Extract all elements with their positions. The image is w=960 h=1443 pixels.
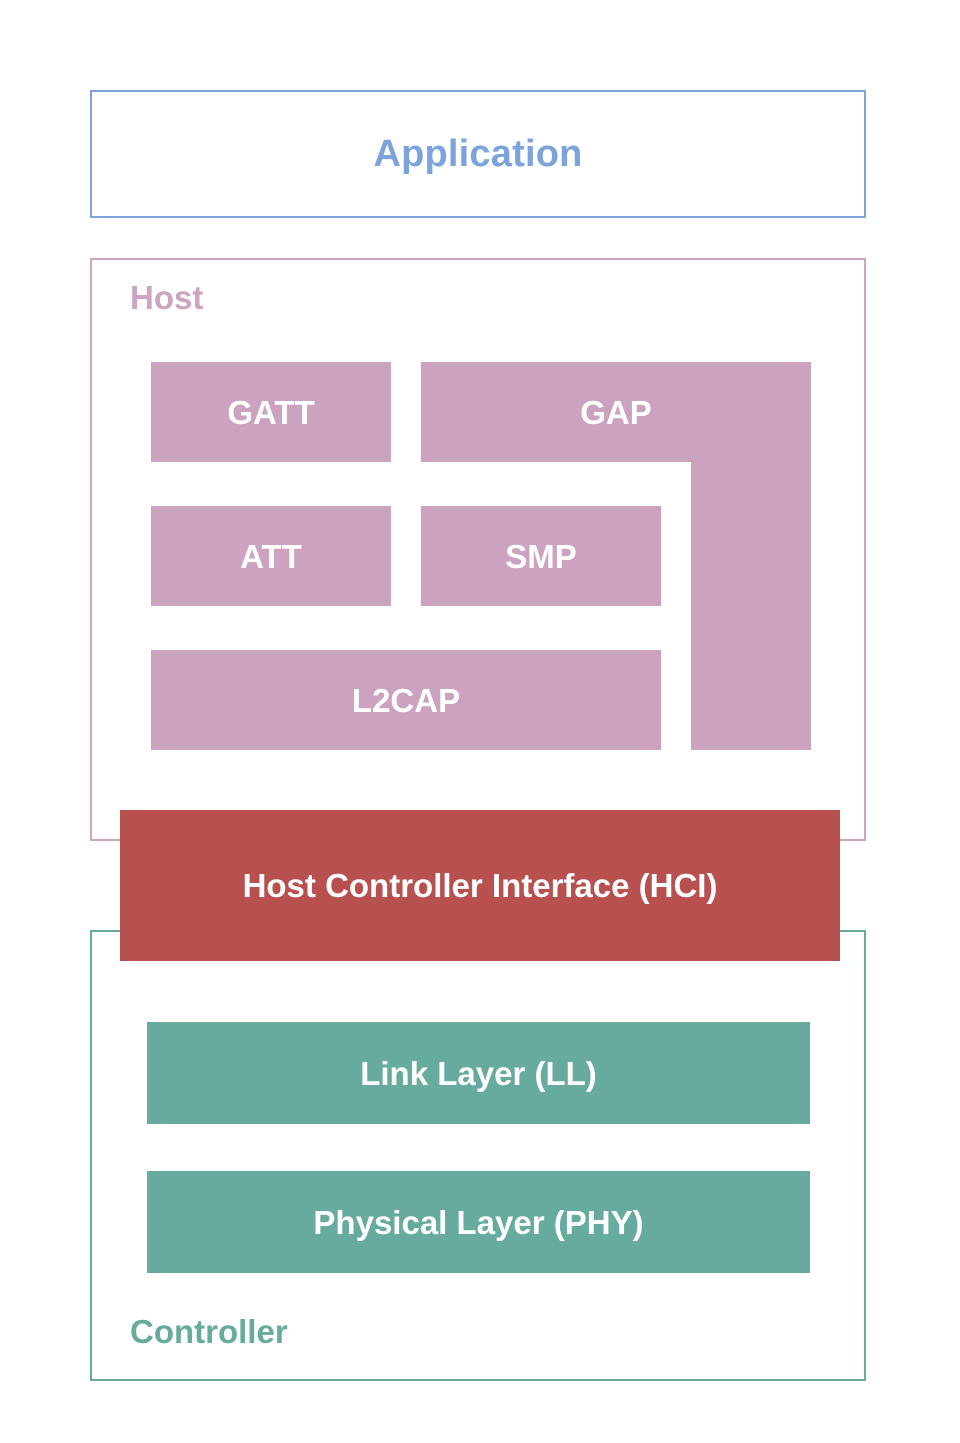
application-layer-box: Application: [90, 90, 866, 218]
host-layer-label: Host: [130, 279, 204, 316]
host-block-gap-label: GAP: [580, 393, 652, 431]
host-block-att: ATT: [151, 506, 391, 606]
host-block-l2cap: L2CAP: [151, 650, 661, 750]
host-controller-interface-bar: Host Controller Interface (HCI): [120, 810, 840, 961]
application-layer-label: Application: [373, 133, 583, 175]
controller-block-link-layer: Link Layer (LL): [147, 1022, 810, 1124]
host-block-smp: SMP: [421, 506, 661, 606]
controller-block-physical-layer: Physical Layer (PHY): [147, 1171, 810, 1273]
controller-layer-label: Controller: [130, 1313, 288, 1350]
host-block-gatt: GATT: [151, 362, 391, 462]
